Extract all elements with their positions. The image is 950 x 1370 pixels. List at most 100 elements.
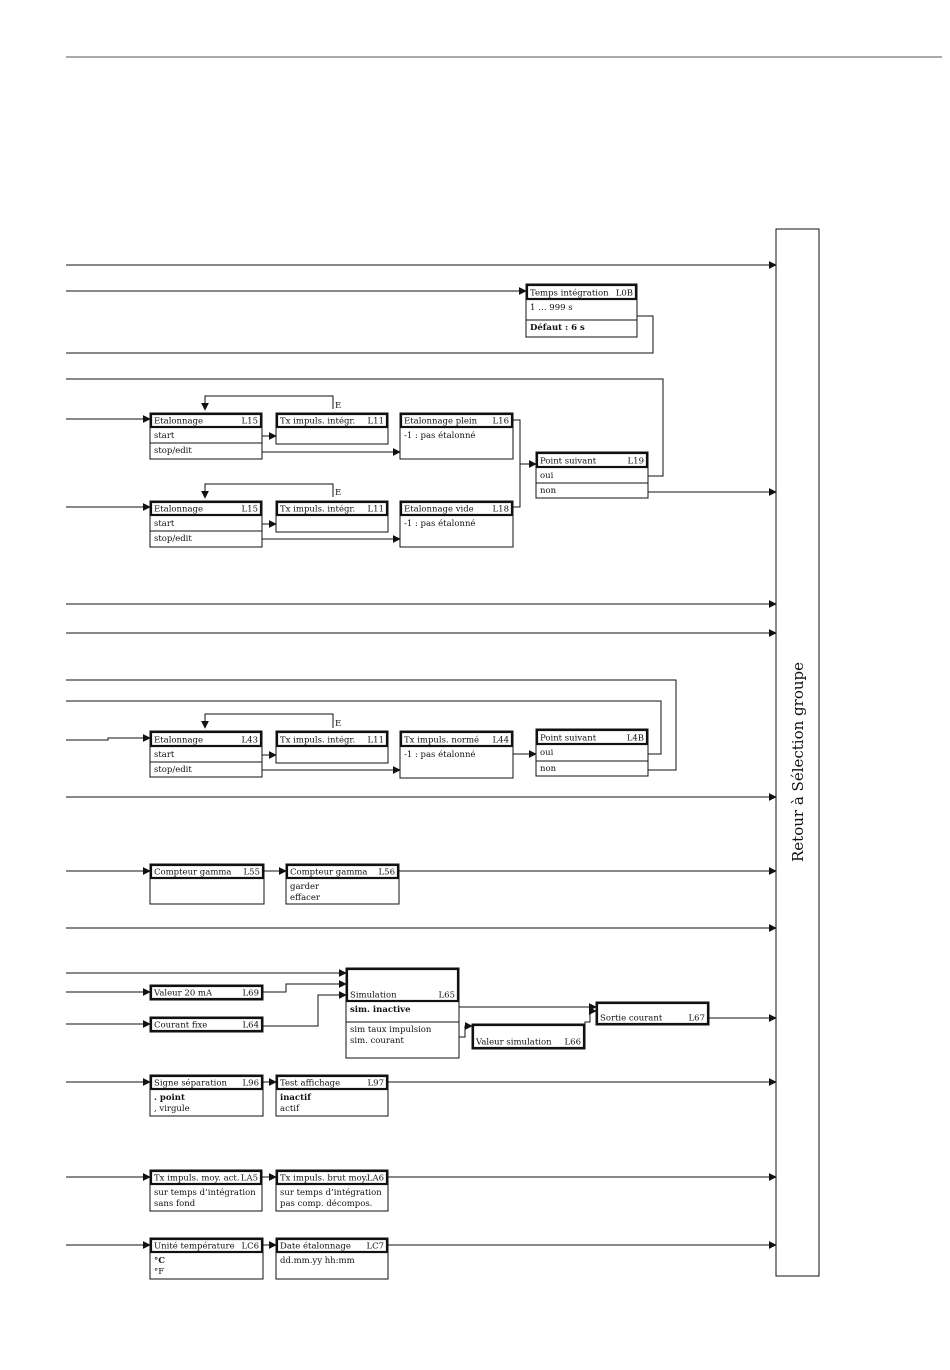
box-title: Unité température <box>154 1241 235 1252</box>
box-option: effacer <box>290 893 321 903</box>
function-box-la6: Tx impuls. brut moy.LA6 sur temps d’intég… <box>275 1169 389 1212</box>
connector-line <box>201 713 334 729</box>
box-option: non <box>540 764 557 774</box>
box-title: Valeur simulation <box>475 1038 552 1048</box>
box-title-bar <box>285 863 400 880</box>
box-title: Tx impuls. moy. act. <box>154 1174 240 1184</box>
box-code: LC7 <box>366 1242 384 1252</box>
box-title: Valeur 20 mA <box>153 989 213 999</box>
box-option: stop/edit <box>154 765 192 775</box>
box-option: start <box>154 431 175 441</box>
box-code: LC6 <box>241 1242 259 1252</box>
box-code: L11 <box>368 736 384 746</box>
box-option: 1 … 999 s <box>530 303 573 313</box>
box-title-bar <box>275 1074 389 1091</box>
box-title: Signe séparation <box>154 1078 227 1089</box>
box-title: Etalonnage <box>154 736 203 746</box>
box-title-bar <box>149 500 263 517</box>
box-code: L16 <box>493 417 509 427</box>
connector-line <box>66 734 151 742</box>
box-title: Tx impuls. intégr. <box>280 735 355 746</box>
connector-line <box>66 700 662 755</box>
box-code: L96 <box>243 1079 259 1089</box>
connector-line <box>66 679 677 771</box>
connector-line <box>459 1022 473 1038</box>
box-title-bar <box>399 412 514 429</box>
box-option: sans fond <box>154 1199 196 1209</box>
box-code: L15 <box>242 417 258 427</box>
box-option: start <box>154 519 175 529</box>
connector-line <box>513 464 521 508</box>
box-title: Etalonnage <box>154 417 203 427</box>
box-title-bar <box>149 1237 264 1254</box>
box-title: Compteur gamma <box>290 868 368 878</box>
box-title: Simulation <box>350 991 397 1001</box>
box-option: . point <box>154 1093 185 1103</box>
box-title-bar <box>275 730 389 748</box>
box-option: garder <box>290 882 320 892</box>
box-title-bar <box>275 1237 389 1254</box>
box-title-bar <box>149 1016 264 1033</box>
box-option: pas comp. décompos. <box>280 1198 372 1209</box>
connector-line <box>201 483 334 499</box>
box-code: L44 <box>493 736 509 746</box>
box-title-bar <box>149 412 263 429</box>
function-box-l11b: Tx impuls. intégr.L11 <box>275 500 389 533</box>
return-to-group-box <box>775 228 820 1277</box>
box-option: sur temps d’intégration <box>154 1187 256 1198</box>
box-option: sur temps d’intégration <box>280 1187 382 1198</box>
connector-line <box>66 378 664 477</box>
edge-label-e: E <box>335 719 341 729</box>
box-title: Tx impuls. intégr. <box>280 504 355 515</box>
box-code: L55 <box>244 868 260 878</box>
edge-label-e: E <box>335 488 341 498</box>
box-title: Tx impuls. brut moy. <box>280 1174 368 1184</box>
function-box-l11c: Tx impuls. intégr. L11 <box>275 730 389 764</box>
box-title-bar <box>149 730 263 748</box>
box-option: dd.mm.yy hh:mm <box>280 1256 355 1266</box>
box-title: Tx impuls. normé <box>404 735 479 746</box>
box-code: L4B <box>627 734 644 744</box>
connector-line <box>66 315 654 354</box>
box-title-bar <box>149 1169 263 1186</box>
box-option: stop/edit <box>154 534 192 544</box>
box-option: °C <box>154 1256 165 1266</box>
box-option: inactif <box>280 1093 312 1103</box>
connector-line <box>263 991 347 1027</box>
box-option: non <box>540 486 557 496</box>
box-code: L64 <box>243 1021 259 1031</box>
box-code: L43 <box>242 736 258 746</box>
function-box-l64: Courant fixe L64 <box>149 1016 264 1033</box>
return-to-group-label: Retour à Sélection groupe <box>789 662 807 862</box>
box-title: Sortie courant <box>600 1014 663 1024</box>
box-option: sim taux impulsion <box>350 1025 432 1035</box>
box-title-bar <box>275 500 389 517</box>
box-code: L65 <box>439 991 455 1001</box>
box-title-bar <box>535 451 649 469</box>
box-code: L15 <box>242 505 258 515</box>
box-title: Etalonnage plein <box>404 417 478 427</box>
connector-line <box>201 395 334 411</box>
box-title: Courant fixe <box>154 1021 207 1031</box>
box-code: LA6 <box>367 1174 384 1184</box>
connector-line <box>263 980 347 993</box>
box-title-bar <box>345 967 460 1003</box>
box-title-bar <box>595 1001 710 1026</box>
box-title-bar <box>471 1023 586 1050</box>
box-title-bar <box>275 1169 389 1186</box>
